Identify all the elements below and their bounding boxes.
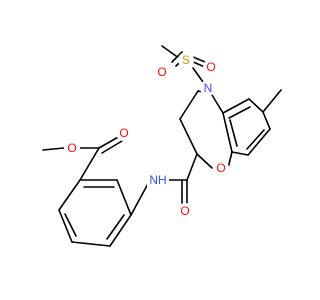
- bond-ring-c-ch2: [179, 118, 198, 155]
- amide-nh-atom: NH: [147, 171, 169, 188]
- ester-carbonyl-oxygen-label: O: [119, 126, 128, 140]
- bond-lower-ring-inner-2: [106, 214, 125, 240]
- bond-ring-o-aryl: [227, 151, 233, 169]
- bond-s-methyl: [161, 45, 177, 57]
- bond-ring-c-ring-o: [196, 153, 213, 169]
- amide-nh-label: NH: [149, 173, 166, 187]
- sulfonyl-oxygen-2-atom: O: [203, 59, 219, 75]
- bond-s-o1: [171, 51, 183, 63]
- bond-upper-ring-inner-3: [229, 119, 238, 147]
- sulfonyl-oxygen-2-label: O: [206, 60, 215, 74]
- bond-lower-ring-1: [58, 179, 81, 211]
- ester-oxygen-atom: O: [64, 140, 80, 156]
- atom-labels: O O N S O O NH O: [64, 52, 229, 219]
- bond-lower-ring-2: [58, 209, 73, 243]
- bond-ring-nh: [130, 179, 151, 216]
- sulfur-atom: S: [178, 52, 194, 68]
- amide-oxygen-label: O: [180, 204, 189, 218]
- ester-carbonyl-oxygen-atom: O: [116, 125, 132, 141]
- ring-oxygen-label: O: [216, 161, 225, 175]
- bond-methyl-aryl: [262, 89, 282, 113]
- bond-upper-ring-1: [222, 98, 250, 114]
- bond-lower-ring-4: [109, 214, 132, 247]
- bond-upper-ring-4: [247, 128, 271, 156]
- sulfur-label: S: [182, 53, 190, 67]
- bond-upper-ring-inner-1: [228, 106, 251, 119]
- bond-n-s: [192, 67, 204, 83]
- bond-amide-c-ring-c: [186, 153, 198, 181]
- sulfonyl-nitrogen-label: N: [204, 81, 213, 95]
- ring-oxygen-atom: O: [213, 160, 229, 176]
- bond-ester-o-methyl: [42, 147, 65, 151]
- bond-upper-ring-6: [222, 112, 233, 153]
- bond-ester-c-ring: [79, 147, 100, 181]
- bond-ch2-ch2: [179, 90, 199, 120]
- bond-upper-ring-inner-2: [246, 129, 265, 150]
- bond-upper-ring-5: [231, 151, 249, 156]
- molecule-structure: O O N S O O NH O: [42, 45, 282, 247]
- sulfonyl-oxygen-1-atom: O: [154, 64, 170, 80]
- bond-upper-ring-2: [248, 98, 264, 113]
- sulfonyl-oxygen-1-label: O: [157, 65, 166, 79]
- bond-ester-c-carbonyl-o: [98, 135, 121, 149]
- amide-oxygen-atom: O: [177, 203, 193, 219]
- ester-oxygen-label: O: [67, 141, 76, 155]
- bond-lower-ring-inner-1: [64, 213, 77, 237]
- sulfonyl-nitrogen-atom: N: [200, 80, 216, 96]
- bond-n-aryl: [211, 94, 224, 114]
- bond-lower-ring-3: [71, 241, 111, 247]
- bond-ester-c-carbonyl-o-double: [101, 140, 123, 154]
- bond-lower-ring-5: [116, 179, 132, 216]
- bond-upper-ring-3: [262, 111, 271, 130]
